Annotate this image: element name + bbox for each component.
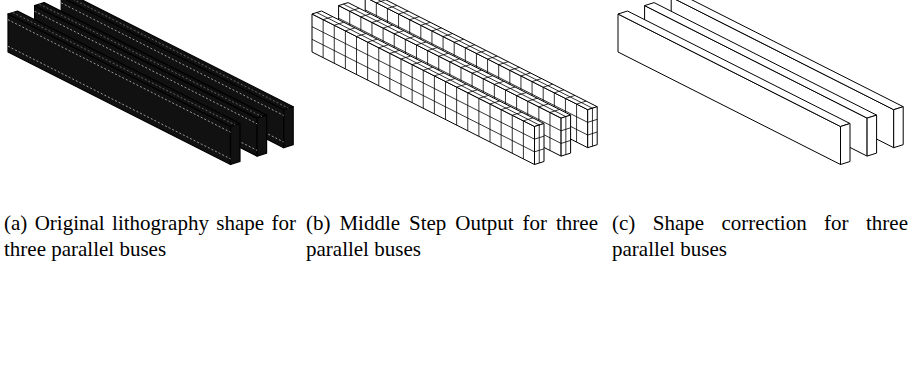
mesh-line bbox=[576, 104, 577, 142]
mesh-line bbox=[467, 93, 468, 131]
bar-face bbox=[561, 115, 571, 156]
bar-face bbox=[618, 14, 841, 165]
mesh-line bbox=[13, 13, 236, 126]
mesh-line bbox=[356, 37, 357, 75]
bar-face bbox=[588, 107, 598, 148]
bar-face bbox=[312, 14, 535, 165]
mesh-line bbox=[323, 20, 324, 58]
bar-face bbox=[867, 115, 877, 156]
mesh-line bbox=[312, 39, 535, 151]
bar-face bbox=[231, 124, 241, 165]
mesh-line bbox=[512, 115, 513, 153]
mesh-line bbox=[490, 104, 491, 142]
mesh-line bbox=[456, 87, 457, 125]
mesh-line bbox=[8, 46, 231, 159]
lithography-buses bbox=[8, 0, 293, 165]
bar-face bbox=[535, 124, 545, 165]
subfigure-caption: (a) Original lithography shape for three… bbox=[4, 210, 296, 262]
mesh-line bbox=[401, 59, 402, 97]
corrected-buses bbox=[618, 0, 903, 165]
mesh-line bbox=[334, 25, 335, 63]
mesh-line bbox=[523, 121, 524, 159]
bar-face bbox=[841, 124, 851, 165]
mesh-line bbox=[565, 117, 566, 155]
bar-face bbox=[894, 107, 904, 148]
bar-face bbox=[8, 11, 240, 127]
mesh-line bbox=[478, 98, 479, 136]
mesh-line bbox=[378, 48, 379, 86]
mesh-line bbox=[412, 65, 413, 103]
mesh-line bbox=[539, 125, 540, 163]
mesh-line bbox=[312, 27, 535, 140]
bar-face bbox=[257, 115, 267, 156]
mesh-line bbox=[423, 70, 424, 108]
bar-face bbox=[284, 107, 294, 148]
mesh-line bbox=[592, 108, 593, 146]
bar-face bbox=[312, 11, 544, 127]
meshed-buses bbox=[312, 0, 597, 165]
mesh-line bbox=[434, 76, 435, 114]
mesh-line bbox=[8, 20, 231, 133]
subfigure-caption: (b) Middle Step Output for three paralle… bbox=[306, 210, 598, 262]
mesh-line bbox=[367, 42, 368, 80]
bar-face bbox=[618, 11, 850, 127]
mesh-line bbox=[345, 31, 346, 69]
mesh-line bbox=[389, 53, 390, 91]
subfigure-caption: (c) Shape correction for three parallel … bbox=[612, 210, 908, 262]
mesh-line bbox=[549, 112, 550, 150]
mesh-line bbox=[445, 82, 446, 120]
mesh-line bbox=[501, 110, 502, 148]
bar-face bbox=[8, 14, 231, 165]
mesh-line bbox=[317, 13, 540, 126]
